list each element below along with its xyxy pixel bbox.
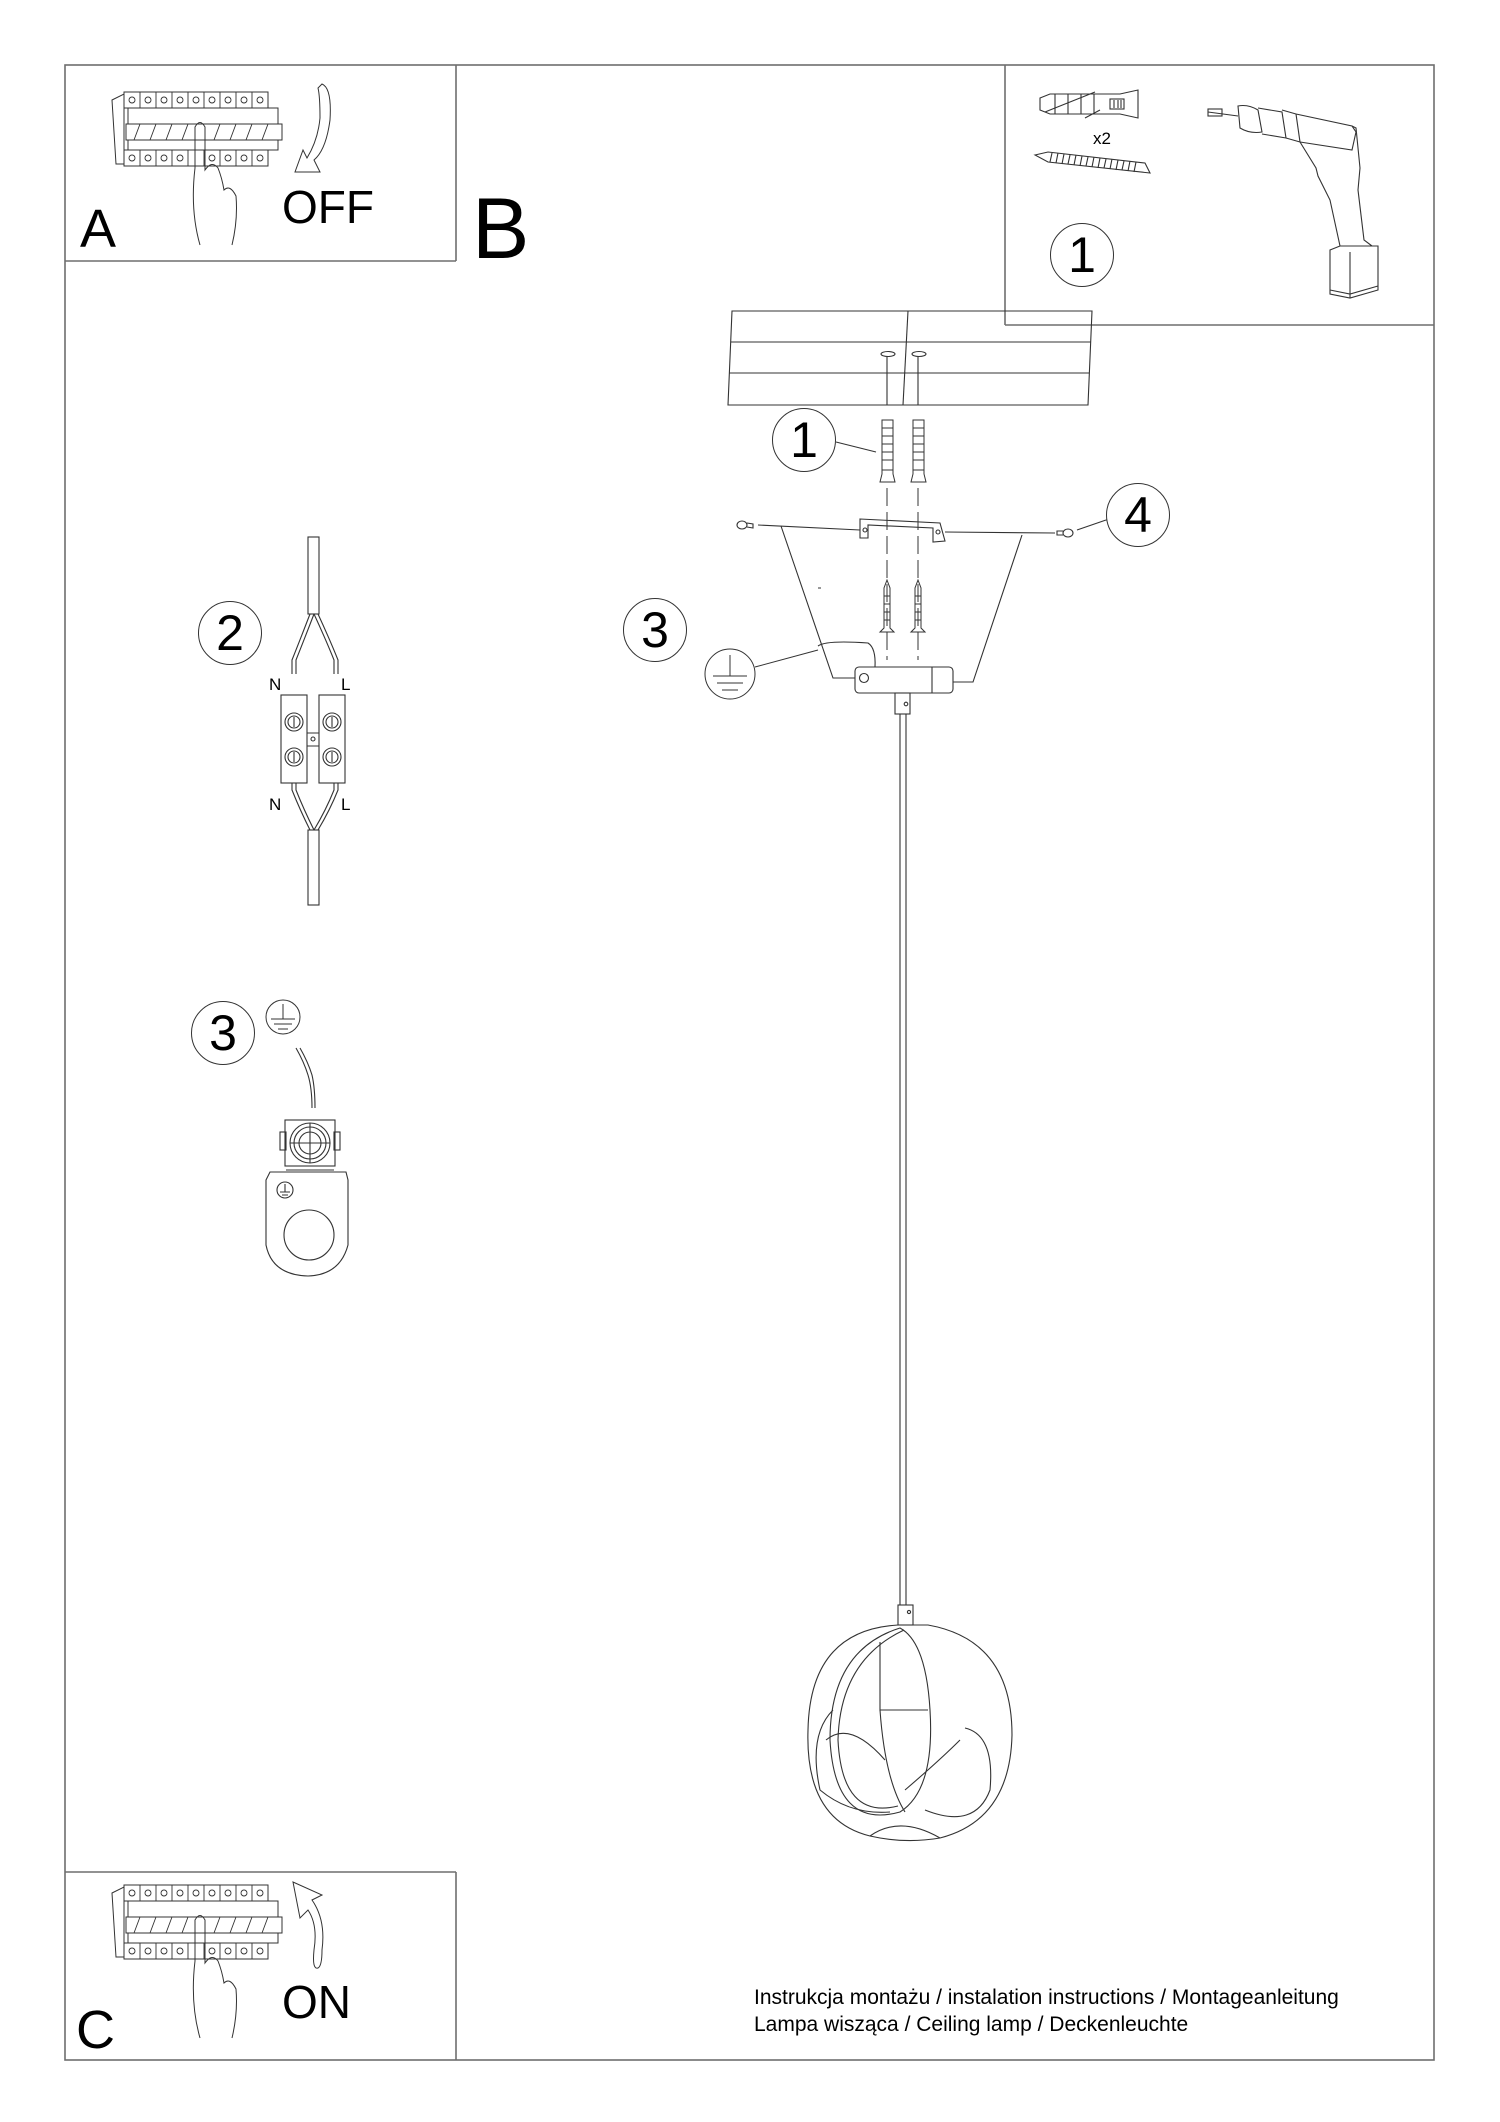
- wire-label-live-top: L: [341, 675, 351, 694]
- panel-c-letter: C: [76, 2000, 115, 2060]
- terminal-block-icon: [280, 694, 346, 784]
- callout-step-1-tools: 1: [1050, 223, 1114, 287]
- arrow-down-curved-icon: [294, 83, 331, 173]
- screw-icon: [1033, 151, 1151, 174]
- hand-pointing-icon: [192, 122, 237, 246]
- footer-caption: Instrukcja montażu / instalation instruc…: [754, 1984, 1339, 2038]
- canopy-icon: [780, 525, 1023, 715]
- wire-label-live-bottom: L: [341, 795, 351, 814]
- screw-icon: [736, 519, 1107, 538]
- arrow-up-curved-icon: [292, 1881, 324, 1969]
- footer-title-line: Instrukcja montażu / instalation instruc…: [754, 1986, 1339, 2009]
- wire-label-neutral-bottom: N: [269, 795, 282, 814]
- earth-leader: [754, 587, 821, 668]
- panel-a-letter: A: [80, 199, 117, 259]
- earth-terminal-icon: [265, 1047, 349, 1277]
- mounting-bracket-icon: [859, 518, 946, 543]
- wall-plug-icon: [879, 419, 927, 483]
- callout-step-3-earthing: 3: [191, 1001, 255, 1065]
- wall-plug-icon: [1039, 89, 1139, 119]
- panel-c-state-on: ON: [282, 1976, 351, 2028]
- panel-b-letter: B: [472, 181, 530, 277]
- callout-step-4-screws: 4: [1106, 483, 1170, 547]
- drill-icon: [1207, 104, 1379, 299]
- cable-icon: [291, 536, 339, 906]
- callout-step-1-anchors: 1: [772, 408, 836, 472]
- wire-label-neutral-top: N: [269, 675, 282, 694]
- screw-icon: [878, 578, 927, 633]
- pendant-lamp-icon: [807, 714, 1013, 1842]
- breaker-panel-icon: [111, 91, 283, 167]
- page-frame: [64, 64, 1435, 2061]
- ceiling-icon: [727, 310, 1093, 406]
- breaker-panel-icon: [111, 1884, 283, 1960]
- callout-leaders: [835, 441, 1107, 521]
- footer-product-line: Lampa wisząca / Ceiling lamp / Deckenleu…: [754, 2013, 1189, 2036]
- callout-step-2-wiring: 2: [198, 601, 262, 665]
- earth-symbol-icon: [704, 648, 756, 700]
- earth-symbol-icon: [265, 999, 301, 1035]
- callout-step-3-earth: 3: [623, 598, 687, 662]
- panel-a-state-off: OFF: [282, 181, 374, 233]
- install-guide-lines: [886, 488, 919, 660]
- hand-pointing-icon: [192, 1915, 237, 2039]
- quantity-label: x2: [1093, 129, 1111, 148]
